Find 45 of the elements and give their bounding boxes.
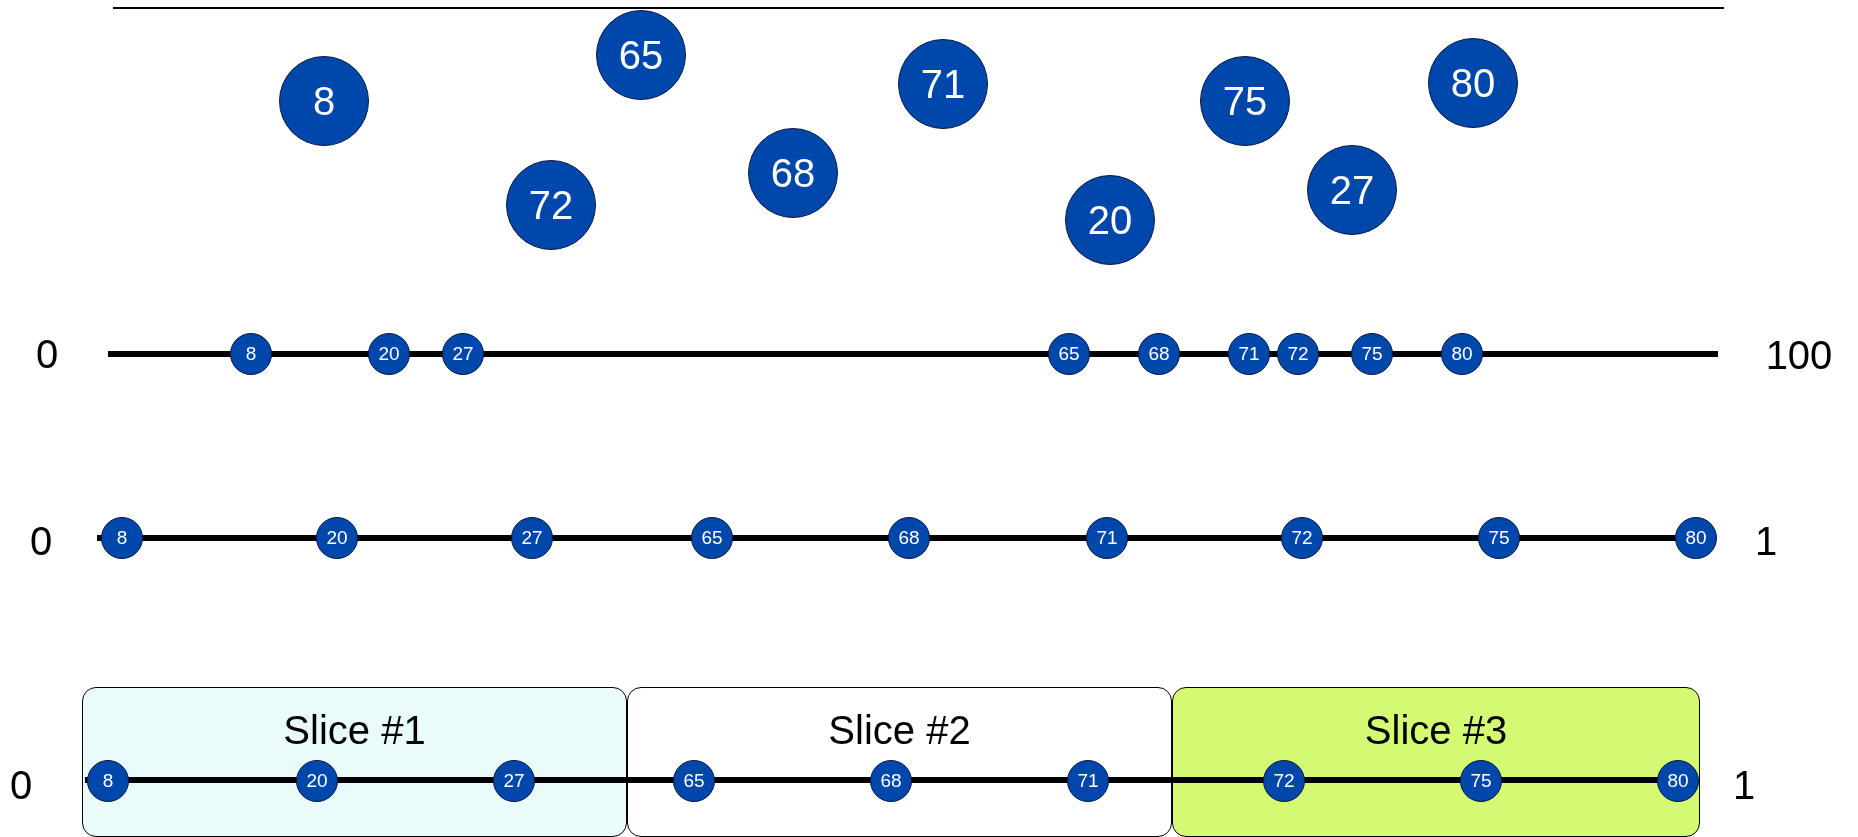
number-circle: 8 <box>101 517 143 559</box>
number-circle: 80 <box>1441 333 1483 375</box>
number-circle: 75 <box>1478 517 1520 559</box>
number-circle: 75 <box>1200 56 1290 146</box>
number-circle: 68 <box>888 517 930 559</box>
number-circle: 20 <box>368 333 410 375</box>
number-circle: 20 <box>296 760 338 802</box>
axis-end-label: 100 <box>1765 332 1833 378</box>
slice-box: Slice #1 8 20 27 <box>82 687 627 837</box>
number-circle: 65 <box>673 760 715 802</box>
number-circle: 68 <box>748 128 838 218</box>
number-circle: 27 <box>493 760 535 802</box>
number-circle: 71 <box>1228 333 1270 375</box>
number-circle: 8 <box>87 760 129 802</box>
axis-end-label: 1 <box>1754 518 1778 564</box>
number-circle: 27 <box>442 333 484 375</box>
number-circle: 72 <box>1277 333 1319 375</box>
number-circle: 8 <box>279 56 369 146</box>
number-circle: 72 <box>1263 760 1305 802</box>
number-circle: 20 <box>316 517 358 559</box>
number-circle: 75 <box>1351 333 1393 375</box>
number-circle: 71 <box>898 39 988 129</box>
number-circle: 27 <box>511 517 553 559</box>
axis-end-label: 0 <box>35 331 59 377</box>
number-circle: 65 <box>596 10 686 100</box>
axis-end-label: 1 <box>1732 762 1756 808</box>
number-circle: 68 <box>1138 333 1180 375</box>
number-circle: 72 <box>506 160 596 250</box>
number-circle: 71 <box>1086 517 1128 559</box>
axis-end-label: 0 <box>9 762 33 808</box>
slice-box: Slice #2 65 68 71 <box>627 687 1172 837</box>
number-circle: 20 <box>1065 175 1155 265</box>
number-circle: 72 <box>1281 517 1323 559</box>
slice-box: Slice #3 72 75 80 <box>1172 687 1700 837</box>
number-circle: 80 <box>1657 760 1699 802</box>
number-circle: 65 <box>1048 333 1090 375</box>
number-circle: 8 <box>230 333 272 375</box>
number-circle: 68 <box>870 760 912 802</box>
number-circle: 71 <box>1067 760 1109 802</box>
number-circle: 80 <box>1675 517 1717 559</box>
number-circle: 75 <box>1460 760 1502 802</box>
number-circle: 80 <box>1428 38 1518 128</box>
number-circle: 65 <box>691 517 733 559</box>
axis-end-label: 0 <box>29 518 53 564</box>
number-circle: 27 <box>1307 145 1397 235</box>
